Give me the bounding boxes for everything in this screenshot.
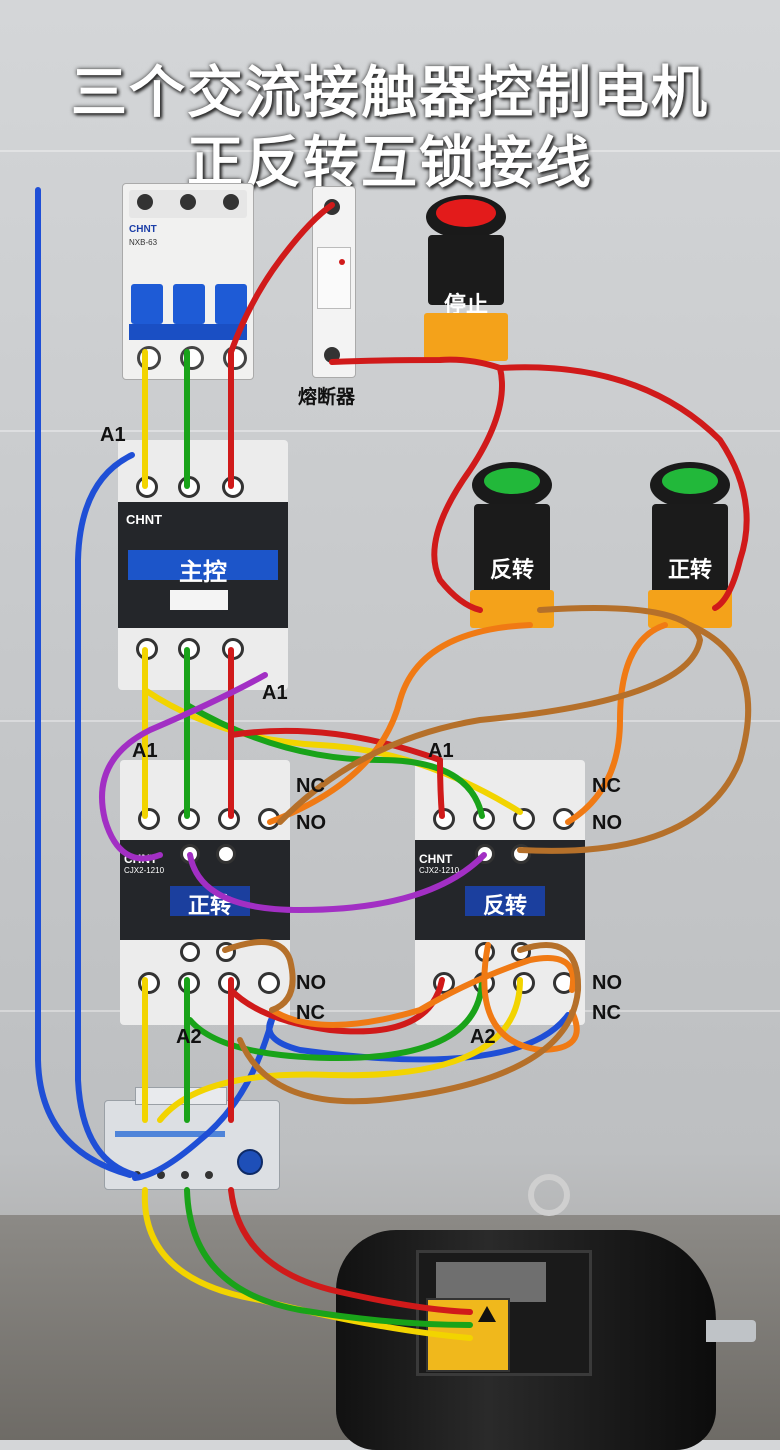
reverse-button[interactable]: 反转 <box>466 462 566 632</box>
overload-reset-knob[interactable] <box>237 1149 263 1175</box>
forward-contactor-a2-label: A2 <box>176 1026 202 1048</box>
overload-terminal-3 <box>181 1171 189 1179</box>
wire-l3-cross <box>228 727 445 819</box>
forward-bottom-nc-label: NC <box>296 1002 325 1024</box>
forward-contactor-model: CJX2-1210 <box>124 866 165 875</box>
wire-coil-main-a1 <box>75 452 138 1178</box>
title-line-1: 三个交流接触器控制电机 <box>71 61 709 126</box>
reverse-contactor-a2-label: A2 <box>470 1026 496 1048</box>
forward-bottom-no-label: NO <box>296 972 326 994</box>
wire-stop-to-reverse <box>431 365 505 613</box>
fuse-indicator-icon <box>339 259 345 265</box>
wire-neutral-left <box>35 187 133 1178</box>
wire-reverse-btn-to-forward-nc <box>267 622 533 825</box>
breaker-model: NXB-63 <box>129 238 158 247</box>
title-line-2: 正反转互锁接线 <box>187 131 593 196</box>
wire-main-a1-purple <box>99 672 268 862</box>
main-contactor-a1-top-label: A1 <box>100 424 126 446</box>
breaker-screw-1 <box>137 194 153 210</box>
breaker-toggle-1[interactable] <box>131 284 163 324</box>
forward-button-cap <box>662 468 718 494</box>
breaker-brand: CHNT <box>129 224 157 235</box>
wire-forward-btn-to-reverse-nc <box>565 622 668 825</box>
wire-coil-a2-return <box>132 1017 275 1181</box>
reverse-top-no-label: NO <box>592 812 622 834</box>
motor-nameplate <box>436 1262 546 1302</box>
forward-button-label: 正转 <box>667 558 712 583</box>
reverse-button-label: 反转 <box>489 558 534 583</box>
forward-contactor-terminal-14 <box>258 972 280 994</box>
stop-button[interactable]: 停止 <box>420 195 520 365</box>
fuse-label: 熔断器 <box>298 387 356 408</box>
breaker-terminal-1 <box>137 346 161 370</box>
wire-l3-motor <box>228 1187 473 1315</box>
wire-l1-motor <box>141 1187 473 1341</box>
reverse-bottom-nc-label: NC <box>592 1002 621 1024</box>
wire-stop-to-forward <box>497 364 750 611</box>
main-contactor-a1-bottom-label: A1 <box>262 682 288 704</box>
wire-l2-reverse-out <box>187 977 485 1062</box>
motor-warning-icon <box>478 1306 496 1322</box>
motor-shaft <box>706 1320 756 1342</box>
wire-forward-btn-brown <box>517 622 752 854</box>
wire-forward-aux-brown <box>222 939 296 1013</box>
forward-contactor[interactable]: CHNT CJX2-1210 正转 <box>120 760 290 1025</box>
main-contactor-brand: CHNT <box>126 512 163 527</box>
wire-reverse-aux-brown <box>237 942 582 1105</box>
forward-button[interactable]: 正转 <box>644 462 744 632</box>
breaker-toggle-3[interactable] <box>215 284 247 324</box>
main-contactor-label: 主控 <box>179 558 227 586</box>
forward-top-no-label: NO <box>296 812 326 834</box>
wire-l1-reverse-out <box>157 977 523 1123</box>
reverse-contactor-label: 反转 <box>482 894 527 919</box>
breaker-toggle-2[interactable] <box>173 284 205 324</box>
wire-fuse-to-stop <box>329 356 503 371</box>
reverse-contactor-model: CJX2-1210 <box>419 866 460 875</box>
reverse-contactor[interactable]: CHNT CJX2-1210 反转 <box>415 760 585 1025</box>
forward-top-nc-label: NC <box>296 775 325 797</box>
overload-terminal-4 <box>205 1171 213 1179</box>
reverse-button-cap <box>484 468 540 494</box>
wire-l2-motor <box>184 1187 473 1328</box>
reverse-bottom-no-label: NO <box>592 972 622 994</box>
stop-button-cap <box>436 199 496 227</box>
wire-coil-a2-reverse <box>266 1012 571 1063</box>
wire-breaker-to-fuse <box>228 202 335 355</box>
wire-reverse-nc-loop <box>481 942 580 1053</box>
wire-forward-to-reverse-purple <box>187 852 487 913</box>
motor-lifting-eye-icon <box>528 1174 570 1216</box>
reverse-top-nc-label: NC <box>592 775 621 797</box>
forward-contactor-aux-2 <box>216 844 236 864</box>
breaker-screw-3 <box>223 194 239 210</box>
wire-reverse-btn-brown <box>277 605 703 825</box>
overload-terminal-2 <box>157 1171 165 1179</box>
breaker-screw-2 <box>180 194 196 210</box>
wire-forward-nc-to-reverse-no <box>269 955 577 1028</box>
reverse-contactor-brand: CHNT <box>419 852 453 866</box>
reverse-contactor-a1-label: A1 <box>428 740 454 762</box>
forward-contactor-a1-label: A1 <box>132 740 158 762</box>
forward-contactor-aux-3 <box>180 942 200 962</box>
